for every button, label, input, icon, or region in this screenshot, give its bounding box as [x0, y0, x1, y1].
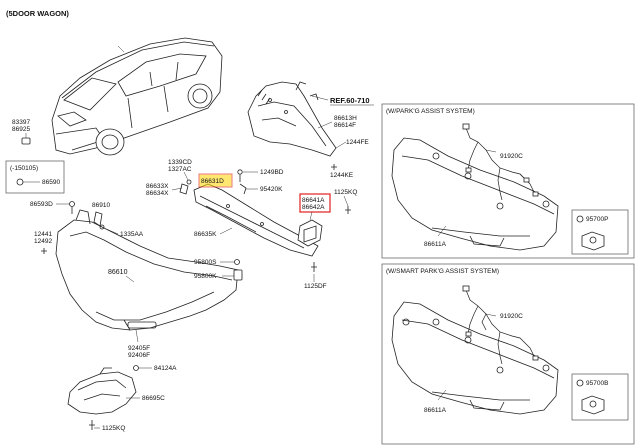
- svg-text:92405F: 92405F: [128, 345, 150, 352]
- svg-text:95800S: 95800S: [194, 259, 217, 266]
- svg-text:1339CD: 1339CD: [168, 159, 192, 166]
- svg-text:86614F: 86614F: [334, 122, 356, 129]
- park-assist-panel: (W/PARK'G ASSIST SYSTEM) 91920C 86611A 9…: [381, 103, 635, 259]
- svg-text:86634X: 86634X: [146, 190, 169, 197]
- part-86613h-86614f: 86613H 86614F: [317, 115, 357, 129]
- svg-text:86590: 86590: [42, 179, 60, 186]
- part-86910: 86910: [92, 202, 110, 227]
- svg-text:86613H: 86613H: [334, 115, 357, 122]
- svg-text:1327AC: 1327AC: [168, 166, 192, 173]
- svg-text:1125DF: 1125DF: [304, 283, 327, 290]
- highlight-86641a: [299, 193, 331, 213]
- svg-text:(W/SMART PARK'G ASSIST SYSTEM): (W/SMART PARK'G ASSIST SYSTEM): [386, 268, 499, 275]
- svg-text:86925: 86925: [12, 126, 30, 133]
- part-12441-12492: 12441 12492: [34, 231, 52, 254]
- svg-text:1249BD: 1249BD: [260, 169, 284, 176]
- svg-text:86593D: 86593D: [30, 201, 53, 208]
- svg-text:1335AA: 1335AA: [120, 231, 144, 238]
- part-84124a: 84124A: [133, 365, 177, 372]
- svg-text:95800K: 95800K: [194, 273, 217, 280]
- svg-text:12492: 12492: [34, 238, 52, 245]
- reference-60-710: REF.60-710: [311, 95, 374, 106]
- part-95420k: 95420K: [239, 183, 283, 195]
- svg-text:86910: 86910: [92, 202, 110, 209]
- rear-bumper-beam-86631d: [193, 183, 319, 257]
- part-86635k: 86635K: [194, 227, 233, 238]
- wagon-car-illustration: [51, 37, 223, 156]
- svg-text:(-150105): (-150105): [10, 165, 38, 172]
- svg-text:86633X: 86633X: [146, 183, 169, 190]
- svg-text:86695C: 86695C: [142, 395, 165, 402]
- under-cover-86695c: [67, 367, 137, 415]
- label-86631d: 86631D: [201, 178, 224, 185]
- part-1125df: 1125DF: [304, 262, 327, 290]
- svg-text:REF.60-710: REF.60-710: [330, 96, 370, 105]
- svg-text:95700P: 95700P: [586, 216, 608, 223]
- part-86641a-86642a: 86641A 86642A: [297, 193, 331, 247]
- part-86593d: 86593D: [30, 201, 75, 214]
- svg-text:86641A: 86641A: [302, 197, 325, 204]
- svg-text:12441: 12441: [34, 231, 52, 238]
- part-83397-86925: 83397 86925: [12, 119, 30, 145]
- svg-text:91920C: 91920C: [500, 153, 523, 160]
- svg-text:84124A: 84124A: [154, 365, 177, 372]
- svg-text:92406F: 92406F: [128, 352, 150, 359]
- svg-text:83397: 83397: [12, 119, 30, 126]
- label-86695c: 86695C: [126, 395, 165, 402]
- diagram-title: (5DOOR WAGON): [6, 9, 69, 18]
- svg-text:1125KQ: 1125KQ: [102, 425, 125, 432]
- highlight-86631d: [198, 173, 233, 188]
- smart-park-assist-panel: (W/SMART PARK'G ASSIST SYSTEM) 91920C 86…: [381, 263, 635, 445]
- svg-text:1244KE: 1244KE: [330, 172, 354, 179]
- svg-text:86635K: 86635K: [194, 231, 217, 238]
- part-1125kq-top: 1125KQ: [334, 189, 357, 214]
- label-86610: 86610: [108, 269, 128, 276]
- svg-text:(W/PARK'G ASSIST SYSTEM): (W/PARK'G ASSIST SYSTEM): [386, 108, 475, 115]
- part-95800s-95800k: 95800S 95800K: [194, 259, 243, 281]
- svg-text:95700B: 95700B: [586, 380, 608, 387]
- svg-text:95420K: 95420K: [260, 186, 283, 193]
- part-86633x-86634x: 86633X 86634X: [146, 183, 189, 197]
- svg-text:86642A: 86642A: [302, 204, 325, 211]
- svg-text:91920C: 91920C: [500, 313, 523, 320]
- svg-text:1244FE: 1244FE: [346, 139, 369, 146]
- part-1339cd-1327ac: 1339CD 1327AC: [168, 159, 192, 185]
- part-1335aa: 1335AA: [99, 224, 144, 238]
- part-1244fe: 1244FE: [335, 139, 369, 149]
- part-1249bd: 1249BD: [237, 169, 284, 182]
- svg-text:86611A: 86611A: [424, 407, 447, 414]
- part-1125kq-bottom: 1125KQ: [89, 420, 125, 432]
- rear-body-panel: [247, 81, 337, 157]
- part-86590-group: (-150105) 86590: [5, 160, 65, 194]
- svg-text:1125KQ: 1125KQ: [334, 189, 357, 196]
- svg-text:86611A: 86611A: [424, 241, 447, 248]
- part-1244ke: 1244KE: [330, 164, 354, 179]
- rear-bumper-cover-86610: [55, 209, 239, 331]
- part-92405f-92406f: 92405F 92406F: [128, 329, 150, 359]
